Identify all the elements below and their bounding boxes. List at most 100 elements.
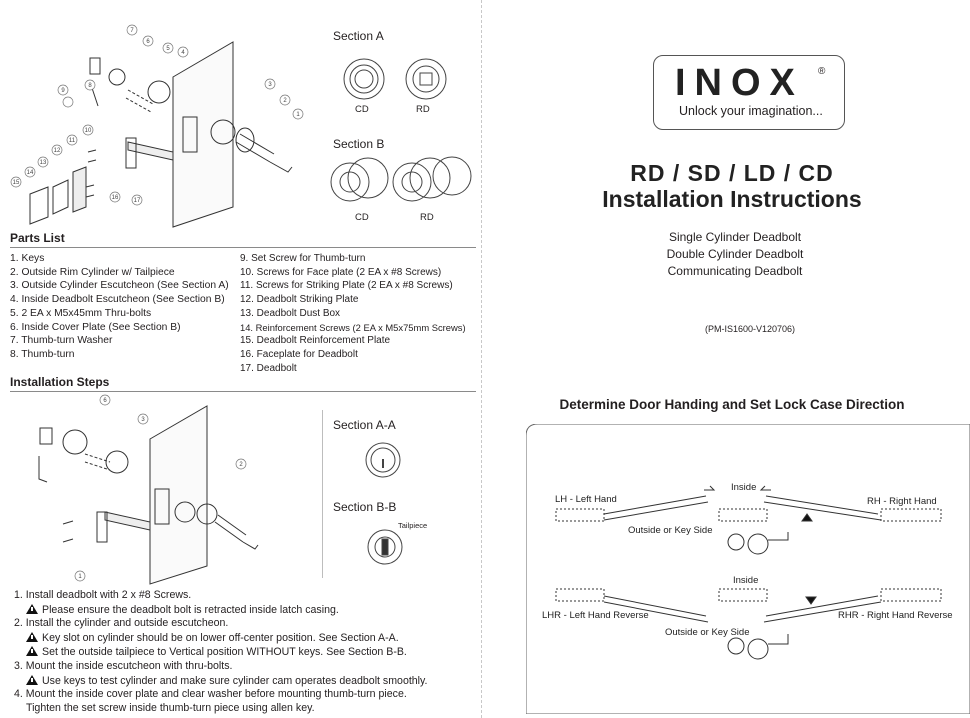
tailpiece-label: Tailpiece xyxy=(398,521,428,530)
installation-steps-list: 1. Install deadbolt with 2 x #8 Screws. P… xyxy=(14,589,427,715)
callout-number: 17 xyxy=(134,198,141,204)
installation-step-text: Please ensure the deadbolt bolt is retra… xyxy=(42,603,339,616)
section-divider xyxy=(322,410,323,578)
installation-step: Tighten the set screw inside thumb-turn … xyxy=(14,702,427,716)
parts-item: 5. 2 EA x M5x45mm Thru-bolts xyxy=(10,307,152,319)
inside-top-label: Inside xyxy=(731,482,757,493)
section-b-diagram xyxy=(330,156,472,202)
outside-bottom-label: Outside or Key Side xyxy=(665,627,750,638)
installation-steps-heading: Installation Steps xyxy=(10,375,110,389)
callout-number: 7 xyxy=(130,28,134,34)
callout-number: 12 xyxy=(54,148,61,154)
installation-step: Use keys to test cylinder and make sure … xyxy=(14,674,427,689)
callout-number: 5 xyxy=(166,46,170,52)
callout-number: 8 xyxy=(88,83,92,89)
callout-number: 10 xyxy=(85,128,92,134)
parts-item: 11. Screws for Striking Plate (2 EA x #8… xyxy=(240,280,453,292)
section-b-rd: RD xyxy=(420,212,434,223)
parts-item: 3. Outside Cylinder Escutcheon (See Sect… xyxy=(10,280,229,292)
callout-number: 2 xyxy=(283,98,287,104)
document-code: (PM-IS1600-V120706) xyxy=(704,324,796,334)
callout-number: 14 xyxy=(27,170,34,176)
parts-item: 16. Faceplate for Deadbolt xyxy=(240,348,358,360)
installation-steps-rule xyxy=(10,391,476,392)
installation-step-text: 3. Mount the inside escutcheon with thru… xyxy=(14,659,233,672)
installation-step-text: Set the outside tailpiece to Vertical po… xyxy=(42,646,407,659)
section-a-label: Section A xyxy=(333,29,384,43)
parts-item: 17. Deadbolt xyxy=(240,362,297,374)
parts-item: 1. Keys xyxy=(10,253,45,264)
warning-icon xyxy=(26,674,38,685)
brand-tagline: Unlock your imagination... xyxy=(679,104,823,118)
installation-step: 2. Install the cylinder and outside escu… xyxy=(14,617,427,631)
door-handing-heading: Determine Door Handing and Set Lock Case… xyxy=(559,397,905,412)
callout-number: 1 xyxy=(78,574,82,580)
parts-list-col1: 1. Keys 2. Outside Rim Cylinder w/ Tailp… xyxy=(10,252,229,362)
installation-step: Please ensure the deadbolt bolt is retra… xyxy=(14,603,427,618)
installation-step-text: Tighten the set screw inside thumb-turn … xyxy=(26,701,315,714)
callout-number: 16 xyxy=(112,195,119,201)
section-a-cd: CD xyxy=(355,104,369,115)
subtitle-line: Single Cylinder Deadbolt xyxy=(668,230,802,244)
installation-step-text: Key slot on cylinder should be on lower … xyxy=(42,631,399,644)
installation-step: Key slot on cylinder should be on lower … xyxy=(14,631,427,646)
parts-item: 15. Deadbolt Reinforcement Plate xyxy=(240,335,391,347)
callout-number: 3 xyxy=(268,82,272,88)
parts-item: 8. Thumb-turn xyxy=(10,348,75,360)
callout-number: 11 xyxy=(69,138,76,144)
brand-logo: INOX xyxy=(675,62,804,104)
parts-item: 2. Outside Rim Cylinder w/ Tailpiece xyxy=(10,266,175,278)
installation-step: 1. Install deadbolt with 2 x #8 Screws. xyxy=(14,589,427,603)
product-subtitles: Single Cylinder Deadbolt Double Cylinder… xyxy=(485,229,970,280)
installation-instructions-title: Installation Instructions xyxy=(602,186,862,212)
parts-item: 4. Inside Deadbolt Escutcheon (See Secti… xyxy=(10,294,225,306)
warning-icon xyxy=(26,603,38,614)
callout-number: 15 xyxy=(13,180,20,186)
parts-item: 10. Screws for Face plate (2 EA x #8 Scr… xyxy=(240,266,442,278)
callout-number: 1 xyxy=(296,112,300,118)
page-divider xyxy=(481,0,482,718)
parts-item: 12. Deadbolt Striking Plate xyxy=(240,294,359,306)
section-a-diagram xyxy=(343,58,447,100)
section-aa-label: Section A-A xyxy=(333,418,396,432)
outside-top-label: Outside or Key Side xyxy=(628,525,713,536)
section-b-cd: CD xyxy=(355,212,369,223)
section-b-label: Section B xyxy=(333,137,385,151)
section-bb-label: Section B-B xyxy=(333,500,397,514)
rh-label: RH - Right Hand xyxy=(867,496,937,507)
warning-icon xyxy=(26,646,38,657)
callout-number: 6 xyxy=(103,398,107,404)
installation-step-text: 1. Install deadbolt with 2 x #8 Screws. xyxy=(14,589,192,601)
rhr-label: RHR - Right Hand Reverse xyxy=(838,610,953,621)
callout-number: 6 xyxy=(146,39,150,45)
parts-list-rule xyxy=(10,247,476,248)
callout-number: 4 xyxy=(181,50,185,56)
parts-item: 6. Inside Cover Plate (See Section B) xyxy=(10,321,181,333)
installation-step: 3. Mount the inside escutcheon with thru… xyxy=(14,660,427,674)
callout-number: 2 xyxy=(239,462,243,468)
parts-list-col2: 9. Set Screw for Thumb-turn 10. Screws f… xyxy=(240,252,478,375)
callout-number: 9 xyxy=(61,88,65,94)
lh-label: LH - Left Hand xyxy=(555,494,617,505)
parts-list-heading: Parts List xyxy=(10,231,65,245)
registered-mark: ® xyxy=(818,66,826,77)
logo-box xyxy=(653,55,845,130)
installation-step: Set the outside tailpiece to Vertical po… xyxy=(14,645,427,660)
parts-item: 14. Reinforcement Screws (2 EA x M5x75mm… xyxy=(240,321,466,333)
installation-step-text: 4. Mount the inside cover plate and clea… xyxy=(14,688,407,701)
installation-step-text: 2. Install the cylinder and outside escu… xyxy=(14,617,229,630)
parts-item: 13. Deadbolt Dust Box xyxy=(240,307,341,319)
lhr-label: LHR - Left Hand Reverse xyxy=(542,610,649,621)
product-models-title: RD / SD / LD / CD xyxy=(630,160,834,186)
inside-bottom-label: Inside xyxy=(733,575,759,586)
section-bb-diagram xyxy=(367,529,403,565)
callout-number: 3 xyxy=(141,417,145,423)
installation-step: 4. Mount the inside cover plate and clea… xyxy=(14,688,427,702)
subtitle-line: Double Cylinder Deadbolt xyxy=(666,247,804,261)
parts-item: 7. Thumb-turn Washer xyxy=(10,335,113,347)
warning-icon xyxy=(26,631,38,642)
installation-step-text: Use keys to test cylinder and make sure … xyxy=(42,674,428,687)
section-a-rd: RD xyxy=(416,104,430,115)
door-handing-diagram xyxy=(526,424,970,714)
